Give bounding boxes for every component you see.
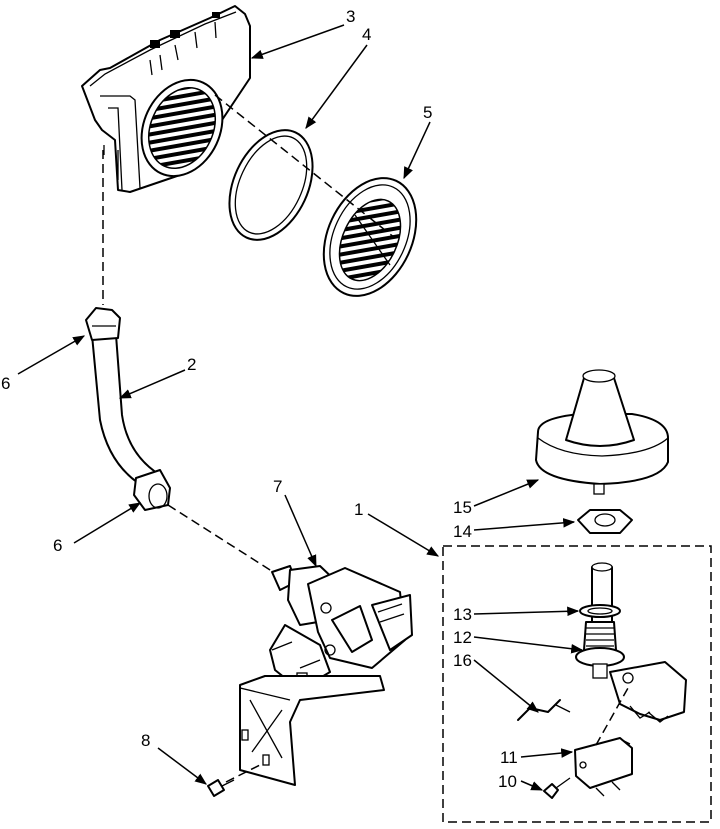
- callout-13: 13: [453, 605, 472, 624]
- switch-part-11: [574, 737, 633, 797]
- switch-bracket: [609, 661, 687, 723]
- callout-4: 4: [362, 25, 371, 44]
- callout-12: 12: [453, 628, 472, 647]
- callout-7: 7: [273, 477, 282, 496]
- drain-hose: [85, 307, 171, 511]
- kit-box: [442, 545, 712, 823]
- vent-housing: [81, 5, 251, 193]
- screw-part-10: [543, 777, 571, 799]
- mounting-bracket: [239, 675, 385, 786]
- callout-8: 8: [141, 731, 150, 750]
- callout-14: 14: [453, 522, 472, 541]
- lever-part-16: [517, 699, 561, 721]
- callout-10: 10: [498, 772, 517, 791]
- vent-grille: [322, 177, 418, 297]
- callout-6-lower: 6: [53, 536, 62, 555]
- callout-1: 1: [354, 500, 363, 519]
- gasket-ring: [228, 129, 314, 241]
- callout-labels: 3 4 5 6 2 6 7 8 1 15 14 13 12 16 11 10: [1, 7, 518, 791]
- float-stem: [575, 562, 625, 679]
- leader-lines: [17, 24, 584, 791]
- callout-16: 16: [453, 651, 472, 670]
- float-part-15: [535, 369, 669, 495]
- nut-part-14: [577, 509, 633, 534]
- callout-15: 15: [453, 498, 472, 517]
- callout-2: 2: [187, 355, 196, 374]
- callout-11: 11: [500, 748, 518, 767]
- screw-part-8: [207, 779, 235, 797]
- callout-3: 3: [346, 7, 355, 26]
- callout-5: 5: [423, 103, 432, 122]
- inlet-valve: [269, 565, 413, 691]
- callout-6-upper: 6: [1, 374, 10, 393]
